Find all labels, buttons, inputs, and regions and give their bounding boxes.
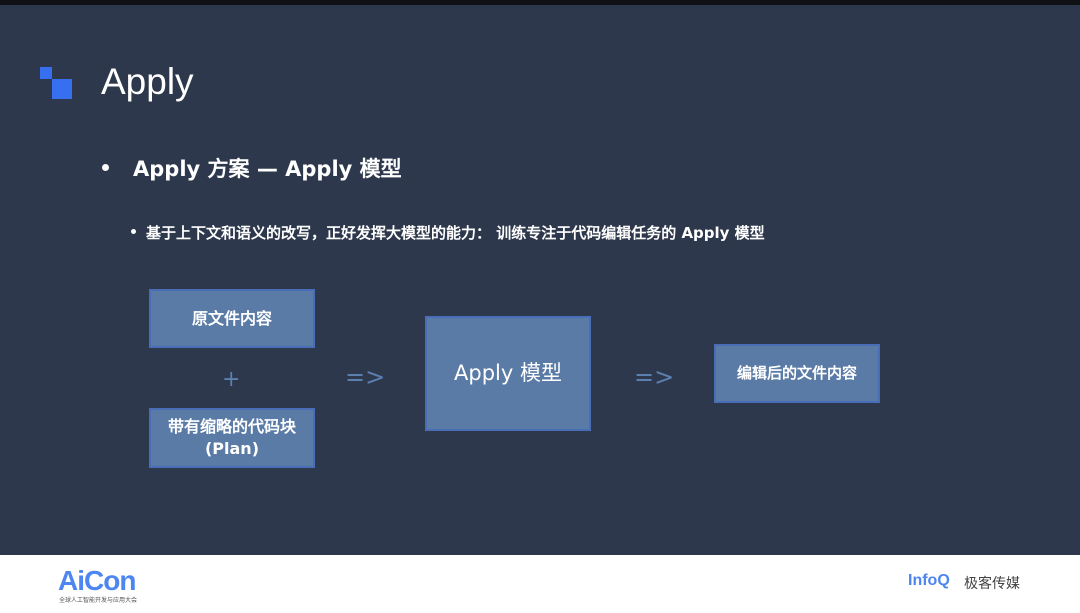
box-original-file: 原文件内容 [149, 289, 315, 348]
box-plan-line2: (Plan) [204, 439, 260, 458]
bullet-level1: Apply 方案 — Apply 模型 [102, 153, 402, 183]
plus-sign: + [222, 367, 241, 392]
footer: AiCon 全球人工智能开发与应用大会 InfoQ 极客传媒 [0, 555, 1080, 613]
aicon-subtitle: 全球人工智能开发与应用大会 [59, 597, 138, 604]
logo-square-large-icon [52, 79, 72, 99]
bullet-text: 基于上下文和语义的改写，正好发挥大模型的能力： 训练专注于代码编辑任务的 App… [146, 224, 765, 242]
infoq-cn-name: 极客传媒 [964, 576, 1020, 592]
box-edited-file: 编辑后的文件内容 [714, 344, 880, 403]
slide-title: Apply [101, 61, 194, 102]
aicon-logo: AiCon [58, 565, 136, 596]
arrow-2: => [634, 363, 675, 391]
slide: Apply Apply 方案 — Apply 模型 基于上下文和语义的改写，正好… [0, 0, 1080, 555]
logo-square-small-icon [40, 67, 52, 79]
infoq-logo: InfoQ [908, 572, 950, 589]
bullet-dot-icon [102, 163, 109, 171]
box-plan: 带有缩略的代码块 (Plan) [149, 408, 315, 468]
bullet-text: Apply 方案 — Apply 模型 [133, 157, 402, 181]
arrow-1: => [345, 363, 386, 391]
box-apply-model: Apply 模型 [425, 316, 591, 431]
box-plan-line1: 带有缩略的代码块 [167, 416, 296, 436]
bullet-dot-icon [131, 229, 136, 234]
bullet-level2: 基于上下文和语义的改写，正好发挥大模型的能力： 训练专注于代码编辑任务的 App… [131, 222, 765, 243]
